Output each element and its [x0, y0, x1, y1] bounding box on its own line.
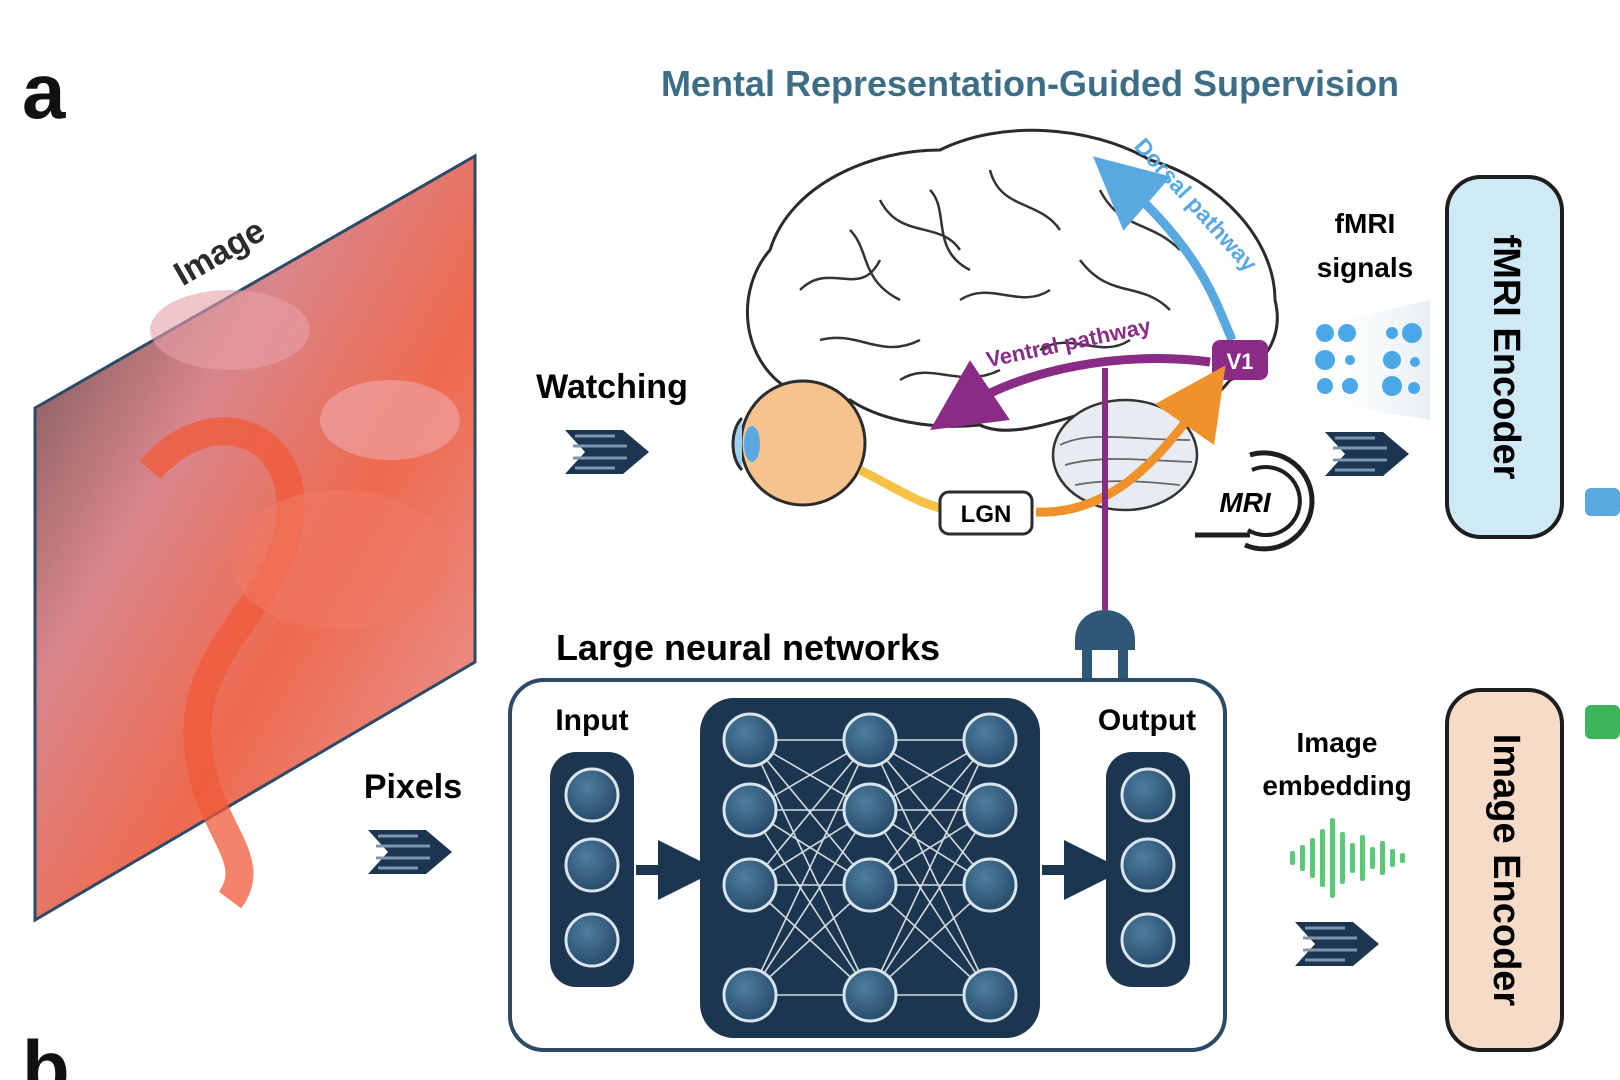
- embedding-arrow-icon: [1295, 922, 1379, 966]
- image-embedding-label-2: embedding: [1262, 770, 1411, 801]
- waveform-bar: [1380, 841, 1385, 875]
- network-node: [722, 857, 778, 913]
- waveform-bar: [1300, 845, 1305, 871]
- diagram-title: Mental Representation-Guided Supervision: [661, 63, 1399, 104]
- network-node: [722, 967, 778, 1023]
- network-node: [1120, 912, 1176, 968]
- network-node: [842, 967, 898, 1023]
- network-node: [842, 712, 898, 768]
- mri-scanner-icon: [1195, 450, 1315, 552]
- fmri-embedding-edge: [1585, 488, 1620, 516]
- network-input-label: Input: [555, 704, 628, 737]
- network-node: [842, 782, 898, 838]
- image-encoder-box: Image Encoder: [1445, 688, 1564, 1052]
- watching-arrow-icon: [565, 430, 649, 474]
- image-embedding-label-1: Image: [1297, 727, 1378, 758]
- waveform-bar: [1350, 843, 1355, 873]
- network-node: [842, 857, 898, 913]
- embedding-waveform-icon: [1290, 818, 1405, 898]
- ventral-pathway-arrow: [930, 354, 1211, 430]
- eye-icon: [731, 379, 867, 507]
- network-node: [564, 912, 620, 968]
- network-node: [962, 857, 1018, 913]
- waveform-bar: [1340, 832, 1345, 884]
- svg-text:LGN: LGN: [961, 501, 1012, 528]
- waveform-bar: [1330, 818, 1335, 898]
- lgn-badge: LGN: [938, 490, 1034, 536]
- waveform-bar: [1310, 838, 1315, 878]
- network-node: [962, 967, 1018, 1023]
- panel-label-a: a: [22, 47, 66, 135]
- network-node: [564, 837, 620, 893]
- mri-label: MRI: [1219, 487, 1272, 518]
- pixels-arrow-icon: [368, 830, 452, 874]
- watching-label: Watching: [536, 368, 688, 406]
- waveform-bar: [1320, 829, 1325, 887]
- image-embedding-edge: [1585, 705, 1620, 739]
- network-node: [1120, 837, 1176, 893]
- waveform-bar: [1390, 849, 1395, 867]
- dorsal-pathway-arrow: [1092, 156, 1237, 342]
- waveform-bar: [1360, 835, 1365, 881]
- network-node: [962, 712, 1018, 768]
- supervision-plug-icon: [1075, 610, 1135, 680]
- svg-text:V1: V1: [1227, 349, 1254, 374]
- network-title: Large neural networks: [556, 627, 940, 668]
- svg-text:Image Encoder: Image Encoder: [1485, 734, 1527, 1007]
- network-node: [722, 782, 778, 838]
- pixels-label: Pixels: [364, 768, 462, 806]
- network-node: [564, 767, 620, 823]
- optic-path: [857, 465, 951, 515]
- svg-text:fMRI Encoder: fMRI Encoder: [1485, 235, 1527, 480]
- network-node: [1120, 767, 1176, 823]
- waveform-bar: [1290, 851, 1295, 865]
- panel-label-b: b: [22, 1024, 70, 1080]
- network-output-label: Output: [1098, 704, 1196, 737]
- input-image: [33, 153, 477, 923]
- waveform-bar: [1400, 853, 1405, 863]
- fmri-signals-label-2: signals: [1317, 252, 1413, 283]
- waveform-bar: [1370, 847, 1375, 869]
- fmri-arrow-icon: [1325, 432, 1409, 476]
- network-node: [722, 712, 778, 768]
- v1-badge: V1: [1212, 340, 1268, 380]
- fmri-signals-label-1: fMRI: [1335, 208, 1396, 239]
- fmri-signal-dots-icon: [1300, 300, 1430, 420]
- fmri-encoder-box: fMRI Encoder: [1445, 175, 1564, 539]
- network-node: [962, 782, 1018, 838]
- lgn-to-v1-arrow: [1035, 365, 1226, 517]
